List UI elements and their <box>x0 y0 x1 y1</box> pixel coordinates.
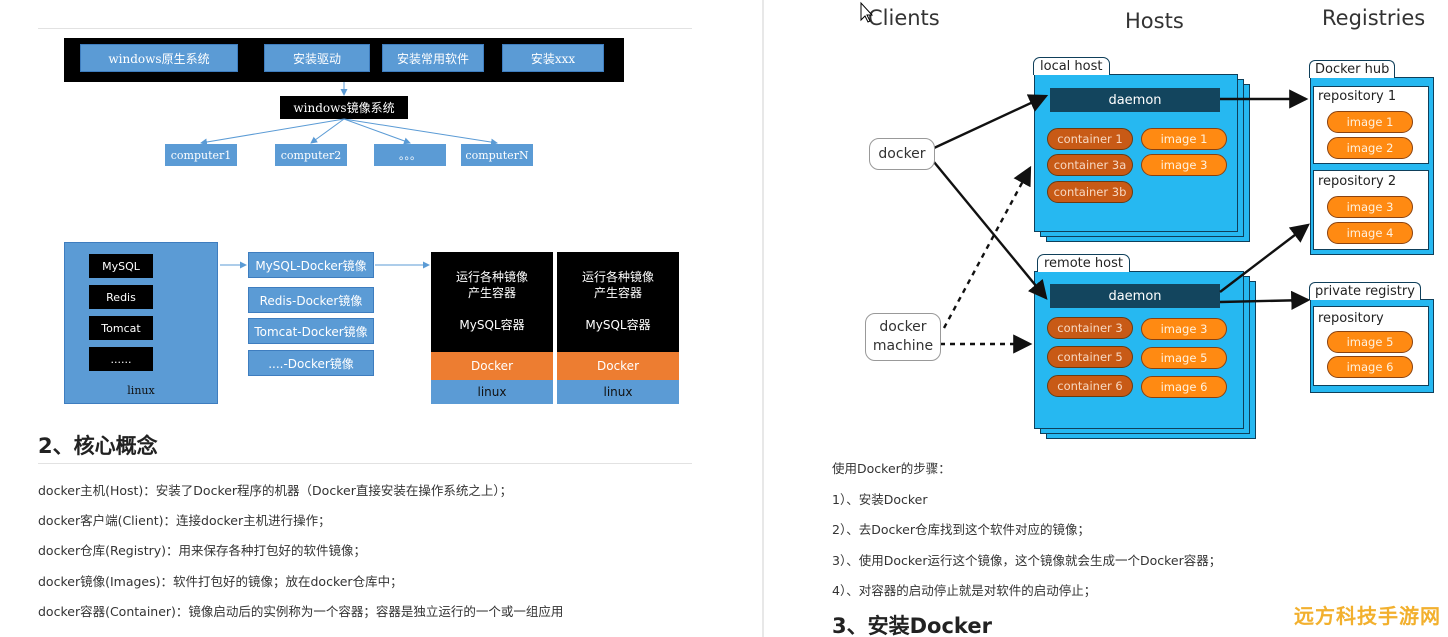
private-registry-tab: private registry <box>1309 282 1421 300</box>
step-1: 1）、安装Docker <box>832 492 928 507</box>
machine-line-2: machine <box>872 338 934 354</box>
private-image-6: image 6 <box>1327 356 1413 378</box>
linux-layer: linux <box>557 380 679 404</box>
local-host-tab: local host <box>1033 57 1110 75</box>
local-image-3: image 3 <box>1141 154 1227 176</box>
linux-label: linux <box>127 384 155 397</box>
hosts-title: Hosts <box>1125 9 1184 33</box>
arrow-to-computerN <box>343 118 498 146</box>
remote-container-6: container 6 <box>1047 375 1133 397</box>
concept-images: docker镜像(Images)：软件打包好的镜像；放在docker仓库中； <box>38 574 403 589</box>
hub-image-4: image 4 <box>1327 222 1413 244</box>
remote-container-5: container 5 <box>1047 346 1133 368</box>
windows-image-box: windows镜像系统 <box>280 96 408 119</box>
top-rule <box>38 28 692 29</box>
remote-image-3: image 3 <box>1141 318 1227 340</box>
concept-host: docker主机(Host)：安装了Docker程序的机器（Docker直接安装… <box>38 483 513 498</box>
section-2-heading: 2、核心概念 <box>38 434 158 458</box>
steps-intro: 使用Docker的步骤： <box>832 461 951 476</box>
run-line-2: 产生容器 <box>593 286 642 300</box>
docker-layer: Docker <box>431 352 553 380</box>
software-more: ...... <box>89 347 153 371</box>
mysql-container-label: MySQL容器 <box>585 318 651 332</box>
clients-title: Clients <box>868 6 940 30</box>
docker-machine-client: docker machine <box>865 313 941 361</box>
repository-2-label: repository 2 <box>1318 174 1397 189</box>
private-repository-label: repository <box>1318 311 1384 326</box>
local-container-3a: container 3a <box>1047 154 1133 176</box>
docker-client: docker <box>869 138 935 170</box>
docker-layer: Docker <box>557 352 679 380</box>
software-mysql: MySQL <box>89 254 153 278</box>
box-install-software: 安装常用软件 <box>382 44 484 72</box>
container-stack-1: 运行各种镜像 产生容器 MySQL容器 Docker linux <box>431 252 553 404</box>
run-line-1: 运行各种镜像 <box>581 270 654 284</box>
repository-1-label: repository 1 <box>1318 89 1397 104</box>
step-3: 3）、使用Docker运行这个镜像，这个镜像就会生成一个Docker容器； <box>832 553 1222 568</box>
hub-image-1: image 1 <box>1327 111 1413 133</box>
computer-box-ellipsis: 。。。 <box>374 144 446 166</box>
remote-container-3: container 3 <box>1047 317 1133 339</box>
hub-image-3: image 3 <box>1327 196 1413 218</box>
box-install-driver: 安装驱动 <box>264 44 370 72</box>
arrow-to-computer1 <box>200 118 345 146</box>
step-4: 4）、对容器的启动停止就是对软件的启动停止； <box>832 583 1097 598</box>
section-2-rule <box>38 463 692 464</box>
linux-host-panel: MySQL Redis Tomcat ...... linux <box>64 242 218 404</box>
watermark-logo: 远方科技手游网 <box>1294 604 1441 628</box>
concept-client: docker客户端(Client)：连接docker主机进行操作； <box>38 513 331 528</box>
left-page: windows原生系统 安装驱动 安装常用软件 安装xxx windows镜像系… <box>38 28 692 619</box>
box-install-xxx: 安装xxx <box>502 44 604 72</box>
hub-image-2: image 2 <box>1327 137 1413 159</box>
docker-hub-tab: Docker hub <box>1309 60 1396 78</box>
local-container-1: container 1 <box>1047 128 1133 150</box>
run-images-block: 运行各种镜像 产生容器 MySQL容器 <box>431 252 553 352</box>
run-line-1: 运行各种镜像 <box>455 270 528 284</box>
concept-container: docker容器(Container)：镜像启动后的实例称为一个容器；容器是独立… <box>38 604 564 619</box>
run-images-block: 运行各种镜像 产生容器 MySQL容器 <box>557 252 679 352</box>
mysql-container-label: MySQL容器 <box>459 318 525 332</box>
local-image-1: image 1 <box>1141 128 1227 150</box>
step-2: 2）、去Docker仓库找到这个软件对应的镜像； <box>832 522 1090 537</box>
computer-box-1: computer1 <box>165 144 237 166</box>
section-3-heading: 3、安装Docker <box>832 614 992 637</box>
registries-title: Registries <box>1322 6 1426 30</box>
arrow-to-computer2 <box>310 118 345 144</box>
local-daemon: daemon <box>1050 88 1220 112</box>
image-more-docker: ....-Docker镜像 <box>248 350 374 376</box>
arrow-to-computer-ellipsis <box>343 118 411 145</box>
image-tomcat-docker: Tomcat-Docker镜像 <box>248 318 374 344</box>
page-divider <box>762 0 764 637</box>
linux-layer: linux <box>431 380 553 404</box>
concept-registry: docker仓库(Registry)：用来保存各种打包好的软件镜像； <box>38 543 367 558</box>
run-line-2: 产生容器 <box>467 286 516 300</box>
local-container-3b: container 3b <box>1047 181 1133 203</box>
box-windows-native: windows原生系统 <box>80 44 238 72</box>
remote-daemon: daemon <box>1050 284 1220 308</box>
machine-line-1: docker <box>879 319 927 335</box>
image-redis-docker: Redis-Docker镜像 <box>248 287 374 313</box>
remote-image-5: image 5 <box>1141 347 1227 369</box>
software-tomcat: Tomcat <box>89 316 153 340</box>
image-mysql-docker: MySQL-Docker镜像 <box>248 252 374 278</box>
computer-box-2: computer2 <box>275 144 347 166</box>
left-connectors <box>200 82 498 269</box>
private-image-5: image 5 <box>1327 331 1413 353</box>
remote-image-6: image 6 <box>1141 376 1227 398</box>
software-redis: Redis <box>89 285 153 309</box>
computer-box-n: computerN <box>461 144 533 166</box>
remote-host-tab: remote host <box>1037 254 1130 272</box>
container-stack-2: 运行各种镜像 产生容器 MySQL容器 Docker linux <box>557 252 679 404</box>
